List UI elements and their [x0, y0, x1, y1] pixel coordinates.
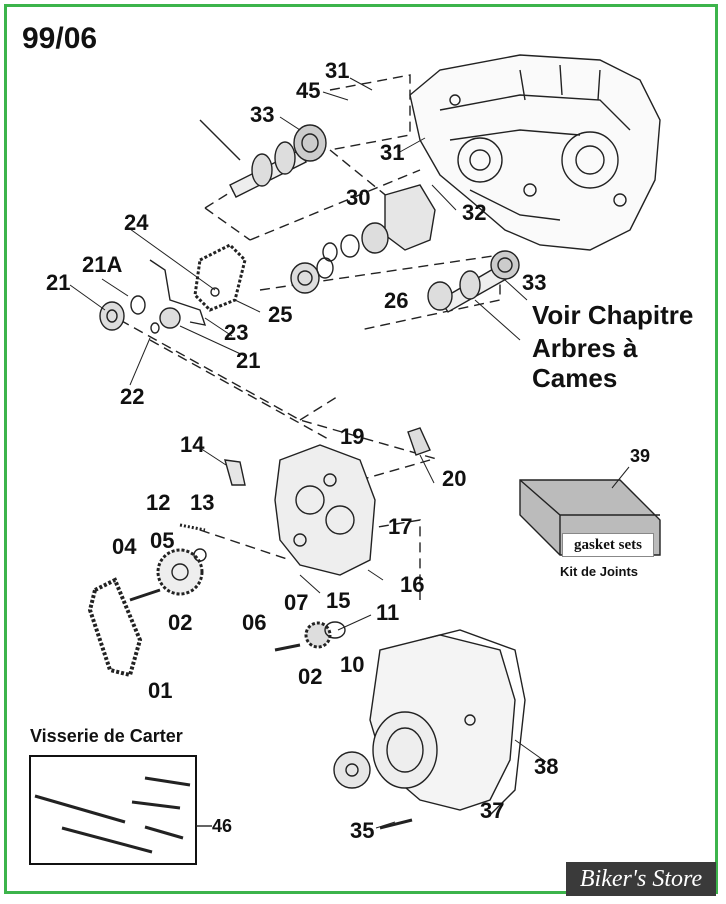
spring-12: [179, 523, 206, 532]
label-12: 12: [146, 490, 170, 515]
label-13: 13: [190, 490, 214, 515]
label-04: 04: [112, 534, 137, 559]
label-07: 07: [284, 590, 308, 615]
label-23: 23: [224, 320, 248, 345]
label-33b: 33: [522, 270, 546, 295]
camshaft-lower: [427, 250, 520, 313]
gasket-kit-caption: Kit de Joints: [560, 564, 639, 579]
tensioner-23: [149, 259, 220, 326]
bearing-21: [99, 295, 181, 334]
label-32: 32: [462, 200, 486, 225]
crankcase-drawing: [409, 54, 661, 251]
note-line-2: Arbres à Cames: [532, 333, 638, 393]
camshaft-upper: [199, 119, 327, 198]
label-35: 35: [350, 818, 374, 843]
bearing-26: [290, 257, 334, 294]
cam-cover-37: [369, 634, 516, 811]
label-01: 01: [148, 678, 172, 703]
label-24: 24: [124, 210, 149, 235]
part-14: [224, 459, 246, 486]
label-05: 05: [150, 528, 174, 553]
label-45: 45: [296, 78, 320, 103]
label-31a: 31: [325, 58, 349, 83]
label-02a: 02: [168, 610, 192, 635]
bolt-02: [129, 588, 161, 602]
bolt-02-lower: [274, 643, 301, 652]
label-20: 20: [442, 466, 466, 491]
bearing-plate-30: [322, 184, 436, 262]
label-21a: 21: [46, 270, 70, 295]
label-06: 06: [242, 610, 266, 635]
label-10: 10: [340, 652, 364, 677]
label-25: 25: [268, 302, 292, 327]
gear-10: [304, 621, 346, 649]
label-33a: 33: [250, 102, 274, 127]
label-21A: 21A: [82, 252, 122, 277]
screw-35: [379, 818, 413, 830]
label-30: 30: [346, 185, 370, 210]
label-14: 14: [180, 432, 205, 457]
label-46: 46: [212, 816, 232, 836]
label-21b: 21: [236, 348, 260, 373]
note-line-1: Voir Chapitre: [532, 300, 694, 330]
screws-box-46: [29, 755, 212, 865]
label-15: 15: [326, 588, 350, 613]
leader-lines: [69, 77, 630, 829]
label-16: 16: [400, 572, 424, 597]
label-39: 39: [630, 446, 650, 466]
label-37: 37: [480, 798, 504, 823]
label-22: 22: [120, 384, 144, 409]
breather-disc: [333, 751, 371, 789]
cam-chain-25: [193, 243, 247, 312]
screws-section-title: Visserie de Carter: [30, 726, 183, 746]
gasket-sets-label: gasket sets: [562, 533, 654, 557]
gasket-38: [419, 629, 526, 816]
label-11: 11: [376, 600, 399, 625]
primary-chain-01: [87, 577, 143, 678]
label-26: 26: [384, 288, 408, 313]
part-labels: 31 45 33 31 30 32 24 21A 21 25 26 33 23 …: [46, 58, 650, 843]
part-20: [407, 427, 431, 456]
label-31b: 31: [380, 140, 404, 165]
sprocket-04: [156, 548, 207, 596]
diagram-title: 99/06: [22, 22, 98, 55]
label-38: 38: [534, 754, 558, 779]
label-02b: 02: [298, 664, 322, 689]
cam-support-plate: [274, 444, 376, 576]
store-watermark-logo: Biker's Store: [566, 862, 716, 896]
label-17: 17: [388, 514, 412, 539]
label-19: 19: [340, 424, 364, 449]
